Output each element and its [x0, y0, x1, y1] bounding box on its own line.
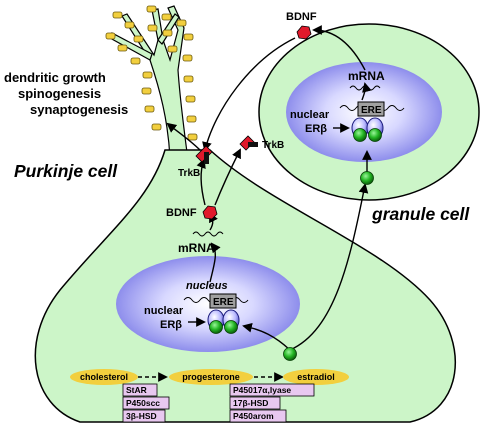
progesterone-pill	[169, 369, 253, 385]
progesterone-label: progesterone	[182, 372, 240, 382]
arrow-bdnf-to-trkb-left	[196, 158, 206, 206]
bdnf-top-shape	[296, 25, 312, 40]
bdnf-mid-label: BDNF	[166, 207, 197, 219]
ere-granule-label: ERE	[361, 105, 382, 116]
synaptogenesis-label: synaptogenesis	[30, 102, 128, 117]
enzyme-p450scc-label: P450scc	[126, 398, 160, 408]
arrow-estradiol-to-er	[242, 322, 291, 351]
dendritic-tree	[109, 5, 189, 161]
enzyme-box-3bhsd	[122, 409, 166, 423]
arrow-trkb-to-dendrites	[166, 122, 201, 151]
er-beta-dimer-purkinje	[207, 309, 240, 334]
cholesterol-pill	[70, 369, 138, 385]
purkinje-cell-label: Purkinje cell	[14, 161, 118, 181]
arrow-estradiol-to-granule	[289, 183, 369, 351]
trkb-right-receptor	[239, 135, 258, 151]
er-beta-granule: ERβ	[305, 123, 327, 135]
enzyme-3bhsd-label: 3β-HSD	[126, 411, 157, 421]
cholesterol-label: cholesterol	[80, 372, 128, 382]
enzyme-p450arom-label: P450arom	[233, 411, 274, 421]
arrow-granule-nucleus-to-mrna	[361, 82, 372, 101]
arrow-nucleus-to-mrna	[209, 242, 221, 283]
mrna-purkinje-label: mRNA	[178, 241, 215, 255]
enzyme-star-label: StAR	[126, 385, 147, 395]
arrow-bdnf-to-trkb-right	[214, 148, 241, 206]
granule-cell-label: granule cell	[371, 204, 470, 224]
enzyme-p45017-label: P45017α,lyase	[233, 385, 291, 395]
bdnf-top-label: BDNF	[286, 11, 317, 23]
mrna-purkinje-squiggle	[192, 231, 224, 237]
ere-purkinje	[183, 293, 249, 309]
estradiol-ball-purkinje	[283, 347, 297, 361]
enzyme-box-p45017	[229, 383, 315, 397]
arrow-granule-mrna-to-bdnf	[312, 25, 366, 71]
mrna-granule-squiggle	[349, 85, 381, 91]
dendritic-growth-label: dendritic growth	[4, 70, 106, 85]
enzyme-box-17bhsd	[229, 396, 281, 410]
enzyme-box-star	[122, 383, 158, 397]
ere-purkinje-label: ERE	[213, 297, 234, 308]
spinogenesis-label: spinogenesis	[18, 86, 101, 101]
trkb-left-receptor	[195, 145, 213, 164]
er-beta-purkinje: ERβ	[160, 319, 182, 331]
purkinje-nucleus	[116, 256, 300, 352]
enzyme-box-p450arom	[229, 409, 287, 423]
dendritic-spines	[105, 5, 198, 141]
ere-granule	[339, 101, 405, 117]
estradiol-pill	[283, 369, 349, 385]
er-beta-dimer-granule	[351, 117, 384, 142]
bdnf-mid-shape	[202, 205, 218, 220]
pathway-arrows	[138, 25, 372, 382]
trkb-right-label: TrkB	[262, 140, 284, 151]
nucleus-label: nucleus	[186, 280, 228, 292]
mrna-granule-label: mRNA	[348, 69, 385, 83]
trkb-left-label: TrkB	[178, 168, 200, 179]
steroid-pathway	[70, 369, 349, 423]
estradiol-ball-granule	[360, 171, 374, 185]
nuclear-word-purkinje: nuclear	[144, 305, 184, 317]
arrow-bdnf-top-to-trkb	[202, 37, 296, 152]
nuclear-word-granule: nuclear	[290, 109, 330, 121]
enzyme-box-p450scc	[122, 396, 170, 410]
estradiol-label: estradiol	[297, 372, 335, 382]
enzyme-17bhsd-label: 17β-HSD	[233, 398, 268, 408]
